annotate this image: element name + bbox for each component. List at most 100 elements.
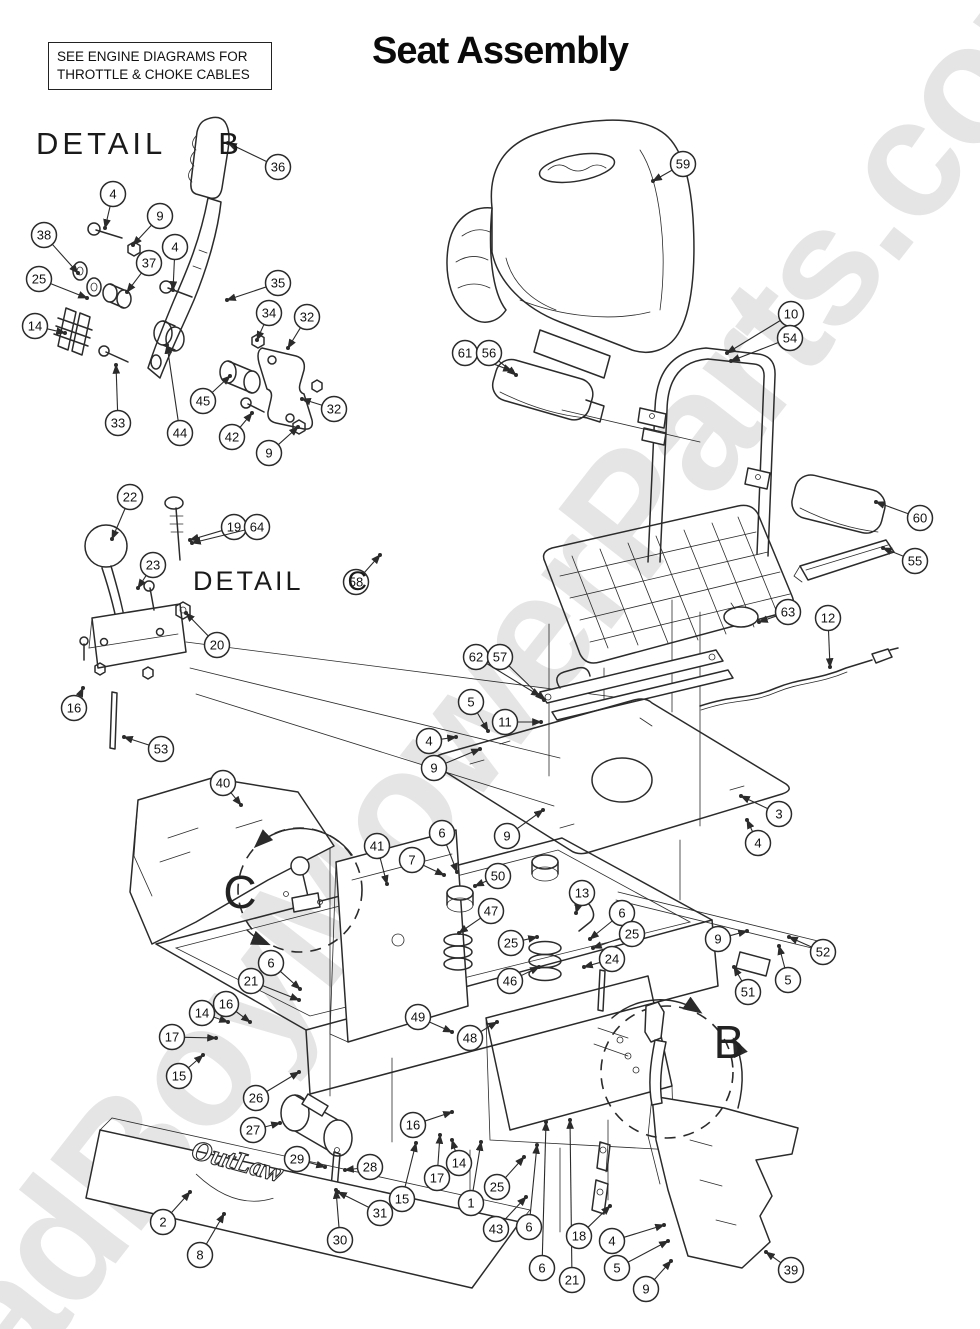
- svg-text:15: 15: [172, 1069, 186, 1084]
- svg-text:55: 55: [908, 554, 922, 569]
- svg-text:41: 41: [370, 839, 384, 854]
- callout-55: 55: [881, 546, 929, 575]
- svg-text:52: 52: [816, 945, 830, 960]
- detail-b-pointer: [593, 996, 748, 1139]
- slide-rails-drawing: [539, 649, 734, 721]
- callout-36: 36: [226, 141, 292, 181]
- callout-9: 9: [255, 425, 300, 467]
- callout-32: 32: [300, 395, 348, 423]
- callout-6: 6: [257, 949, 302, 991]
- callout-8: 8: [186, 1212, 226, 1269]
- callout-24: 24: [582, 945, 626, 973]
- callout-43: 43: [482, 1195, 528, 1243]
- callout-48: 48: [456, 1020, 499, 1052]
- svg-text:33: 33: [111, 416, 125, 431]
- callout-50: 50: [473, 862, 512, 890]
- detail-b-drawing: [53, 116, 323, 435]
- svg-text:25: 25: [625, 927, 639, 942]
- callout-28: 28: [343, 1153, 384, 1181]
- seat-frame-hoop-drawing: [637, 347, 776, 563]
- callout-5: 5: [774, 944, 802, 994]
- callout-25: 25: [497, 929, 539, 957]
- svg-text:1: 1: [467, 1196, 474, 1211]
- callout-3: 3: [739, 794, 793, 828]
- callout-2: 2: [149, 1190, 192, 1236]
- svg-text:15: 15: [395, 1192, 409, 1207]
- detail-letter-B: B: [714, 1016, 745, 1068]
- callout-14: 14: [21, 312, 67, 340]
- svg-text:56: 56: [482, 346, 496, 361]
- callout-35: 35: [225, 269, 292, 302]
- svg-text:8: 8: [196, 1248, 203, 1263]
- callout-21: 21: [237, 967, 301, 1002]
- svg-text:14: 14: [28, 319, 42, 334]
- callout-22: 22: [110, 483, 144, 541]
- callout-58: 58: [342, 553, 382, 596]
- callout-9: 9: [493, 808, 545, 850]
- callout-59: 59: [651, 150, 697, 183]
- callout-15: 15: [388, 1141, 418, 1213]
- svg-text:6: 6: [525, 1220, 532, 1235]
- svg-text:6: 6: [267, 956, 274, 971]
- svg-text:27: 27: [246, 1123, 260, 1138]
- callout-9: 9: [632, 1259, 673, 1303]
- svg-text:46: 46: [503, 974, 517, 989]
- svg-text:35: 35: [271, 276, 285, 291]
- svg-text:59: 59: [676, 157, 690, 172]
- right-armrest-drawing: [791, 474, 895, 583]
- callout-17: 17: [158, 1023, 218, 1051]
- callout-54: 54: [729, 324, 804, 363]
- svg-text:32: 32: [327, 402, 341, 417]
- callout-13: 13: [568, 879, 596, 915]
- callout-9: 9: [420, 747, 482, 782]
- callout-41: 41: [363, 832, 391, 886]
- svg-text:29: 29: [290, 1152, 304, 1167]
- svg-text:3: 3: [775, 807, 782, 822]
- callout-6: 6: [515, 1143, 543, 1241]
- svg-text:14: 14: [452, 1156, 466, 1171]
- right-bracket-drawing: [647, 1095, 799, 1269]
- callout-23: 23: [136, 551, 167, 590]
- svg-text:5: 5: [467, 695, 474, 710]
- svg-text:49: 49: [411, 1010, 425, 1025]
- callout-51: 51: [732, 965, 762, 1006]
- svg-text:5: 5: [613, 1261, 620, 1276]
- callout-18: 18: [565, 1204, 612, 1250]
- callout-42: 42: [218, 411, 254, 451]
- detail-b-label: DETAIL B: [36, 126, 243, 161]
- callout-14: 14: [188, 999, 230, 1027]
- svg-text:58: 58: [349, 575, 363, 590]
- svg-text:5: 5: [784, 973, 791, 988]
- callout-40: 40: [209, 769, 243, 807]
- callout-6: 6: [428, 819, 459, 874]
- svg-text:12: 12: [821, 611, 835, 626]
- callout-21: 21: [558, 1118, 586, 1294]
- svg-text:20: 20: [210, 638, 224, 653]
- spring-hardware-drawing: [443, 854, 606, 1012]
- callout-9: 9: [131, 202, 174, 247]
- callout-4: 4: [598, 1223, 666, 1255]
- callout-57: 57: [486, 643, 546, 702]
- svg-text:11: 11: [498, 715, 512, 730]
- svg-text:2: 2: [159, 1215, 166, 1230]
- svg-text:9: 9: [430, 761, 437, 776]
- svg-text:45: 45: [196, 394, 210, 409]
- engine-note-line1: SEE ENGINE DIAGRAMS FOR: [57, 49, 248, 64]
- seat-belt-drawing: [591, 1141, 611, 1215]
- svg-text:10: 10: [784, 307, 798, 322]
- svg-text:25: 25: [32, 272, 46, 287]
- callout-6: 6: [588, 899, 636, 941]
- svg-text:9: 9: [265, 446, 272, 461]
- callout-16: 16: [399, 1110, 454, 1139]
- detail-c-drawing: [79, 496, 639, 807]
- svg-text:44: 44: [173, 426, 187, 441]
- engine-note-box: SEE ENGINE DIAGRAMS FOR THROTTLE & CHOKE…: [48, 42, 272, 91]
- svg-text:39: 39: [784, 1263, 798, 1278]
- svg-text:60: 60: [913, 511, 927, 526]
- svg-text:23: 23: [146, 558, 160, 573]
- callout-37: 37: [125, 249, 163, 294]
- svg-text:22: 22: [123, 490, 137, 505]
- callout-1: 1: [457, 1140, 485, 1217]
